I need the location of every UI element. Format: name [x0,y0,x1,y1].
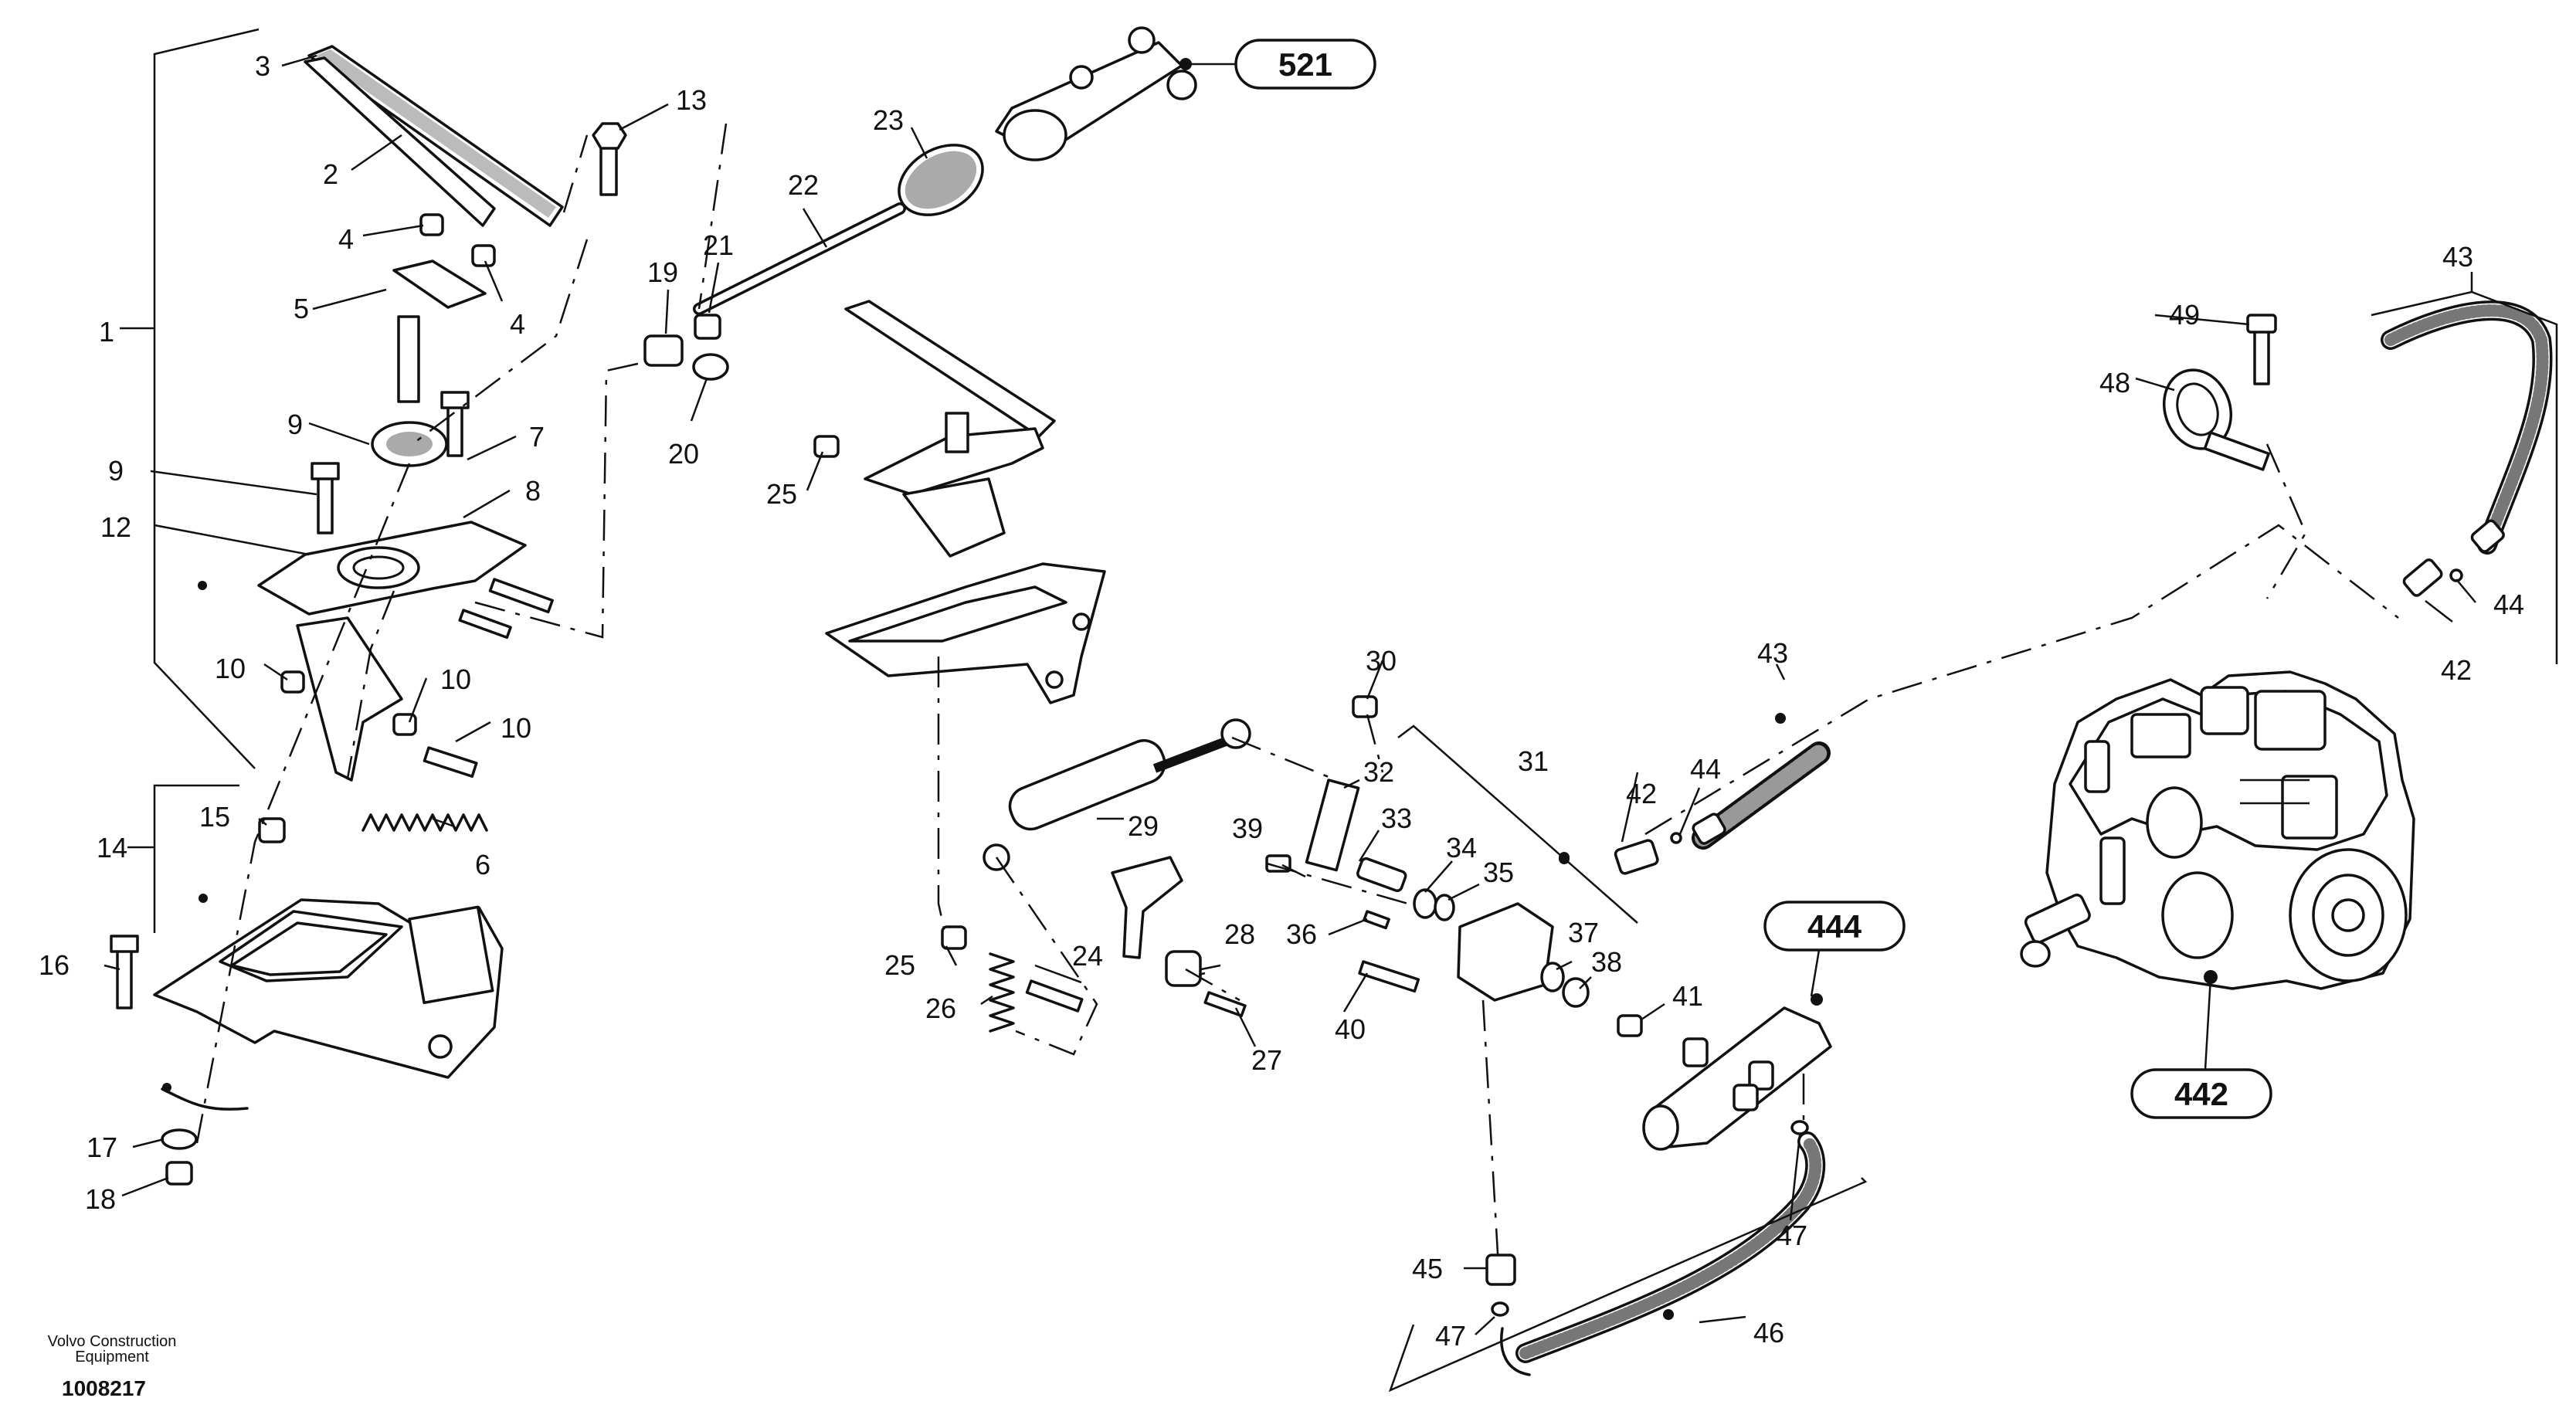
pedal-assembly-center [806,300,1106,939]
callout-4: 4 [510,308,525,340]
callout-18: 18 [85,1183,116,1215]
callout-12: 12 [100,511,131,543]
callout-40: 40 [1335,1013,1366,1045]
callout-44: 44 [2493,589,2524,620]
callout-29: 29 [1128,810,1159,842]
svg-text:521: 521 [1278,46,1332,83]
callout-2: 2 [323,158,338,190]
callout-25: 25 [766,478,797,510]
callout-9: 9 [287,409,303,440]
callout-10: 10 [215,653,246,684]
svg-text:444: 444 [1807,908,1862,945]
callout-27: 27 [1251,1044,1282,1076]
callout-24: 24 [1072,940,1103,972]
drawing-number: 1008217 [62,1376,147,1400]
callout-14: 14 [97,832,127,863]
callout-9: 9 [108,455,124,487]
callout-35: 35 [1483,857,1514,888]
callout-13: 13 [676,84,707,116]
callout-1: 1 [99,316,114,348]
callout-3: 3 [255,50,270,82]
callout-7: 7 [529,421,545,453]
callout-42: 42 [1626,778,1657,809]
callout-38: 38 [1591,946,1622,978]
leaders-left [104,54,517,1197]
callout-10: 10 [440,663,471,695]
callout-36: 36 [1286,918,1317,950]
callout-47: 47 [1777,1220,1807,1251]
valve-hose-assembly [1388,993,1868,1393]
callout-49: 49 [2169,299,2200,331]
gas-spring-assembly [941,524,2399,1267]
callout-20: 20 [668,438,699,470]
callout-22: 22 [788,169,819,201]
callout-16: 16 [39,949,70,981]
callout-25: 25 [884,949,915,981]
callout-26: 26 [925,992,956,1024]
company-line-1: Volvo Construction [47,1333,177,1350]
callout-43: 43 [1757,637,1788,669]
cylinder-assembly [592,26,1236,381]
leaders-bottom [1464,949,1821,1335]
reference-bubble-442: 442 [2130,1068,2272,1119]
callout-34: 34 [1446,832,1477,863]
callout-44: 44 [1690,753,1721,785]
callout-10: 10 [501,712,531,744]
company-name: Volvo Construction Equipment [31,1334,193,1365]
callout-32: 32 [1363,756,1394,788]
callout-6: 6 [475,849,490,880]
callout-43: 43 [2442,241,2473,273]
leaders-right [2135,314,2476,623]
callout-8: 8 [525,475,541,507]
callout-37: 37 [1568,917,1599,948]
callout-31: 31 [1518,745,1549,777]
callout-23: 23 [873,104,904,136]
callout-42: 42 [2441,654,2472,686]
callout-47: 47 [1435,1320,1466,1352]
callout-17: 17 [87,1131,117,1163]
callout-19: 19 [647,256,678,288]
callout-21: 21 [703,229,734,261]
callout-33: 33 [1381,802,1412,834]
company-line-2: Equipment [75,1349,149,1366]
svg-text:442: 442 [2174,1076,2228,1112]
reference-bubble-521: 521 [1234,39,1376,90]
callout-28: 28 [1224,918,1255,950]
callout-15: 15 [199,801,230,833]
callout-labels: 1 2 3 4 4 5 6 7 8 9 9 10 10 10 12 13 14 … [39,50,2524,1352]
pedal-assembly-left [110,28,642,1186]
callout-46: 46 [1753,1317,1784,1349]
pump-assembly [2020,272,2558,1070]
callout-48: 48 [2099,367,2130,399]
callout-30: 30 [1366,645,1397,677]
callout-39: 39 [1232,813,1263,844]
callout-41: 41 [1672,980,1703,1012]
callout-4: 4 [338,223,354,255]
reference-bubble-444: 444 [1763,901,1906,952]
leaders-center [945,660,1786,1047]
callout-5: 5 [294,293,309,324]
leaders-top [619,103,928,422]
callout-45: 45 [1412,1253,1443,1284]
